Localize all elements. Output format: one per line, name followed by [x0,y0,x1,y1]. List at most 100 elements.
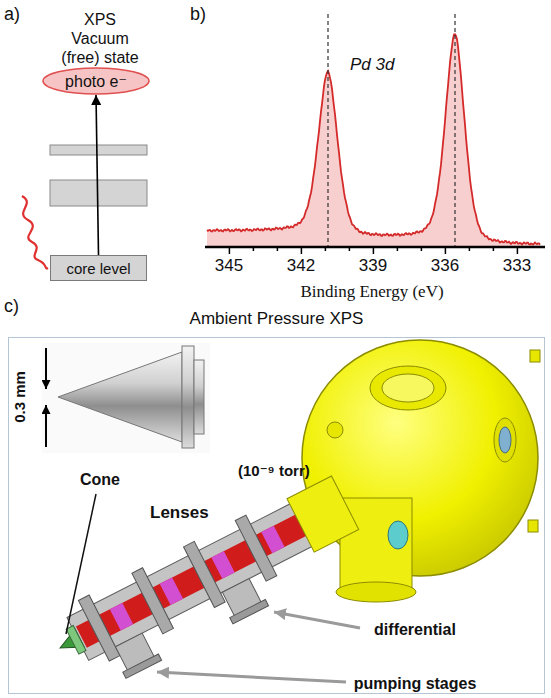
photoelectron-ellipse: photo e⁻ [42,67,150,95]
column-housing [67,502,316,661]
column-flange [132,568,174,634]
view-port [388,521,408,549]
lens-element [261,526,284,554]
axis-tick [469,247,471,251]
heading-text: Vacuum [71,29,129,48]
label-holder: 342 [287,256,315,276]
axis-tick [445,247,447,254]
cone-flange [182,346,194,448]
chamber-port [494,418,516,462]
spectrum-line [207,34,540,244]
chamber-tab [530,350,540,362]
axis-tick [397,247,399,251]
bottom-flange [336,582,416,602]
pressure-label: (10⁻⁹ torr) [238,462,310,480]
heading-text: (free) state [61,48,138,67]
label-holder: XPS [84,10,116,29]
peak-marker-line [327,14,328,246]
axis-tick [517,247,519,254]
axis-tick [325,247,327,251]
lens-element [211,551,234,579]
axis-tick [253,247,255,251]
label-holder: (free) state [61,48,138,67]
pointer-arrow [157,672,346,682]
panel-letter: b) [190,4,206,26]
axis-tick [349,247,351,251]
cone-photo [58,352,182,442]
cone-flange [194,360,204,434]
energy-band [50,145,147,155]
lens-element [110,603,133,631]
dimension-label: 0.3 mm [11,371,29,423]
column-cutaway [76,512,311,647]
panel-frame: Ambient Pressure XPS [8,337,545,694]
chamber-window [499,427,511,453]
dimension-arrow [45,348,47,389]
panel-letter: c) [4,296,19,318]
label-holder: 0.3 mm [11,371,29,423]
panel-letter: a) [4,4,20,26]
label-holder: 333 [503,256,531,276]
cone-mount [66,626,86,655]
energy-band [50,180,147,206]
transition-arrow [96,95,99,255]
pumping-port-flange [230,599,269,623]
label-holder: Pd 3d [350,55,394,75]
lens-column [45,472,371,698]
label-holder: Cone [80,470,120,489]
part-label: differential pumping stages [345,603,485,698]
axis-tick [229,247,231,254]
label-holder: differential pumping stages [345,603,485,698]
label-holder: 345 [215,256,243,276]
label-holder: b) [190,4,206,26]
spectrum-fill [207,34,540,247]
part-label: Cone [80,470,120,489]
photo-ground [42,343,210,453]
pumping-port-flange [123,654,162,678]
spectrum [205,34,545,254]
photon-wave [22,196,48,268]
column-flange [235,515,277,581]
dimension-arrow [45,405,47,447]
node-text: photo e⁻ [65,72,127,91]
column-flange [184,541,226,607]
ellipse-shape [43,68,149,94]
axis-tick [373,247,375,254]
chamber-port [327,422,343,438]
peak-label: Pd 3d [350,55,394,75]
pointer-arrow [274,612,360,628]
node-text: Ambient Pressure XPS [9,309,544,329]
axis-tick [421,247,423,251]
axis-tick [277,247,279,251]
label-holder: Binding Energy (eV) [300,282,443,302]
chamber-tab [528,520,538,532]
chamber-port [370,366,446,410]
leader-line [66,494,96,634]
cross-fitting [340,498,412,590]
label-holder: c) [4,296,19,318]
chamber-port [382,374,434,402]
lens-element [160,577,183,605]
node-text: core level [66,260,130,277]
label-holder: 339 [359,256,387,276]
axis-tick [493,247,495,251]
axis-title: Binding Energy (eV) [300,282,443,302]
heading-text: XPS [84,10,116,29]
label-holder: Vacuum [71,29,129,48]
tick-label: 336 [431,256,459,276]
label-holder: Lenses [150,503,209,523]
label-holder: 336 [431,256,459,276]
part-label: Lenses [150,503,209,523]
column-adapter [287,476,359,552]
tick-label: 339 [359,256,387,276]
core-level-box: core level [50,255,147,281]
tick-label: 333 [503,256,531,276]
axis-tick [301,247,303,254]
peak-marker-line [454,14,455,246]
tick-label: 342 [287,256,315,276]
tick-label: 345 [215,256,243,276]
